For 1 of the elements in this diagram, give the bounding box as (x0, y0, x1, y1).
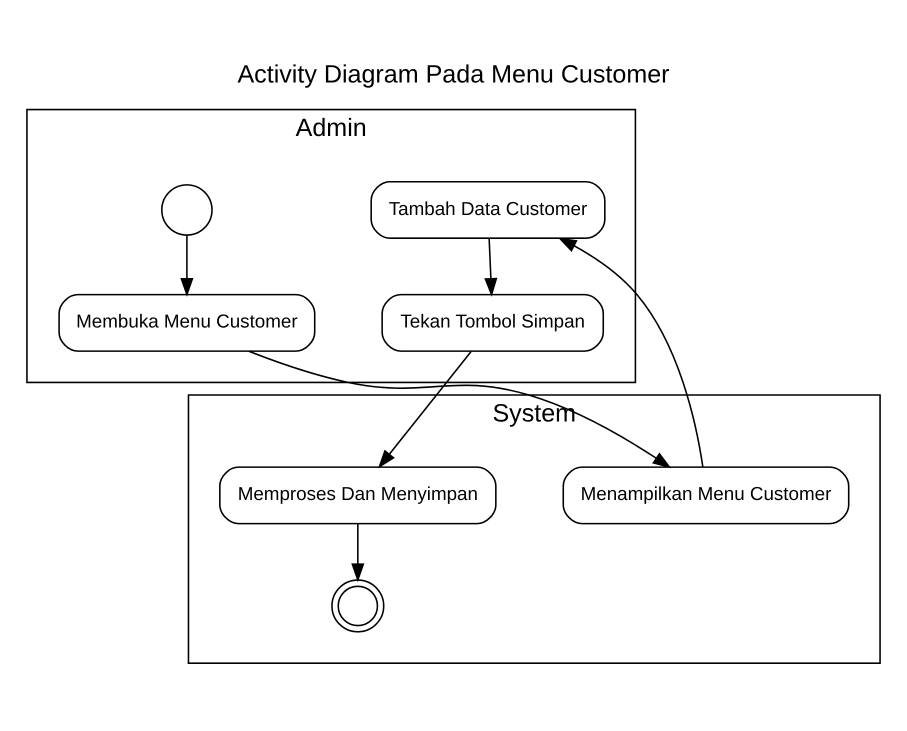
diagram-title: Activity Diagram Pada Menu Customer (237, 60, 670, 88)
